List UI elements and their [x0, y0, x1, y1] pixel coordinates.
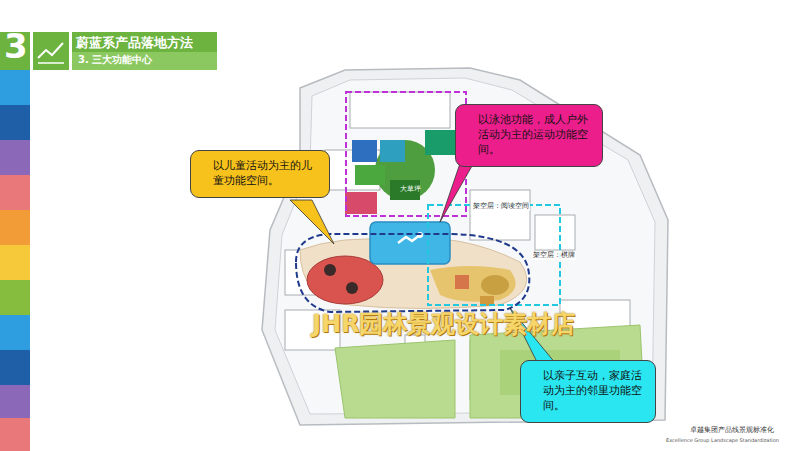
callout-box: 以亲子互动，家庭活动为主的邻里功能空间。 — [520, 360, 656, 423]
footer-text: 卓越集团产品线景观标准化 — [690, 427, 774, 435]
site-boundary — [262, 68, 668, 425]
watermark: JHR园林景观设计素材店 — [312, 311, 576, 337]
map-label: 大草坪 — [400, 186, 421, 194]
section-number: 3 — [4, 28, 28, 65]
footer-text: Excellence Group Landscape Standardizati… — [666, 438, 779, 444]
colour-strip — [0, 0, 30, 451]
callout-text: 以儿童活动为主的儿童功能空间。 — [213, 159, 319, 189]
section-subtitle: 3. 三大功能中心 — [78, 54, 152, 65]
callout-text: 以泳池功能，成人户外活动为主的运动功能空间。 — [478, 113, 592, 158]
header-bar — [0, 32, 217, 70]
callout-box: 以儿童活动为主的儿童功能空间。 — [190, 150, 330, 198]
callout-text: 以亲子互动，家庭活动为主的邻里功能空间。 — [543, 369, 645, 414]
map-label: 架空层：阅读空间 — [472, 203, 530, 211]
callout-box: 以泳池功能，成人户外活动为主的运动功能空间。 — [455, 104, 603, 167]
map-label: 架空层：棋牌 — [532, 252, 576, 260]
slide-title: 蔚蓝系产品落地方法 — [76, 34, 193, 52]
